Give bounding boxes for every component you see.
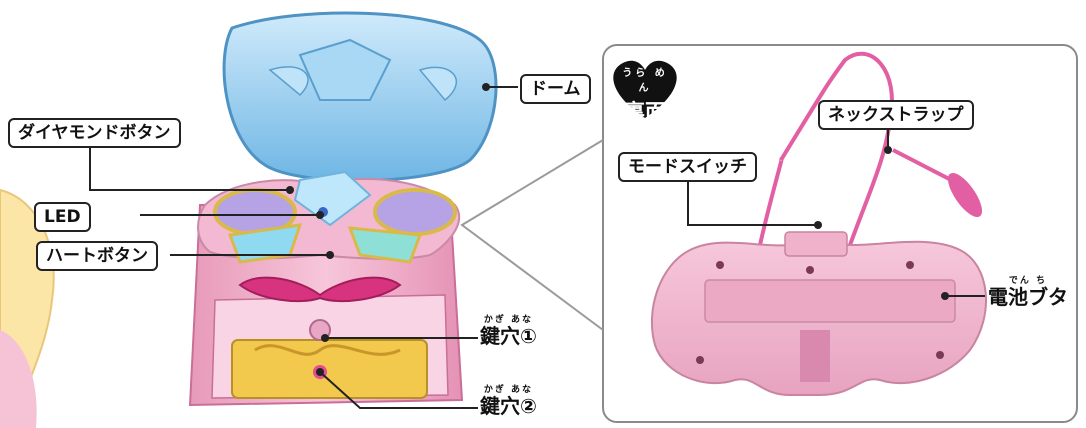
dome [222, 11, 498, 183]
label-neck-strap: ネックストラップ [818, 100, 974, 130]
label-keyhole-1: かぎ あな 鍵穴① [480, 315, 537, 347]
leader-lines [89, 86, 985, 409]
keyhole-1-text: 鍵穴① [480, 324, 537, 348]
battery-cover-text: 電池ブタ [988, 285, 1068, 309]
toy-back-view [650, 51, 987, 396]
keyhole-1-furigana: かぎ あな [483, 315, 534, 325]
keyhole-2-furigana: かぎ あな [483, 385, 534, 395]
label-battery-cover: でん ち 電池ブタ [988, 276, 1068, 308]
back-side-furigana: うら めん [622, 68, 668, 94]
label-mode-switch: モードスイッチ [618, 152, 757, 182]
callout-wedge [460, 139, 604, 331]
label-led: LED [34, 202, 91, 232]
label-keyhole-2: かぎ あな 鍵穴② [480, 385, 537, 417]
back-side-badge: うら めん 裏面 [616, 58, 674, 126]
label-heart-button: ハートボタン [36, 241, 158, 271]
back-side-heart-icon [613, 60, 677, 118]
keyhole-2-text: 鍵穴② [480, 394, 537, 418]
battery-cover-furigana: でん ち [1008, 276, 1048, 286]
leader-dots [286, 83, 949, 376]
toy-top-jewels [197, 170, 461, 264]
label-diamond-button: ダイヤモンドボタン [8, 118, 181, 148]
back-side-text: 裏面 [622, 101, 667, 126]
label-dome: ドーム [520, 74, 591, 104]
